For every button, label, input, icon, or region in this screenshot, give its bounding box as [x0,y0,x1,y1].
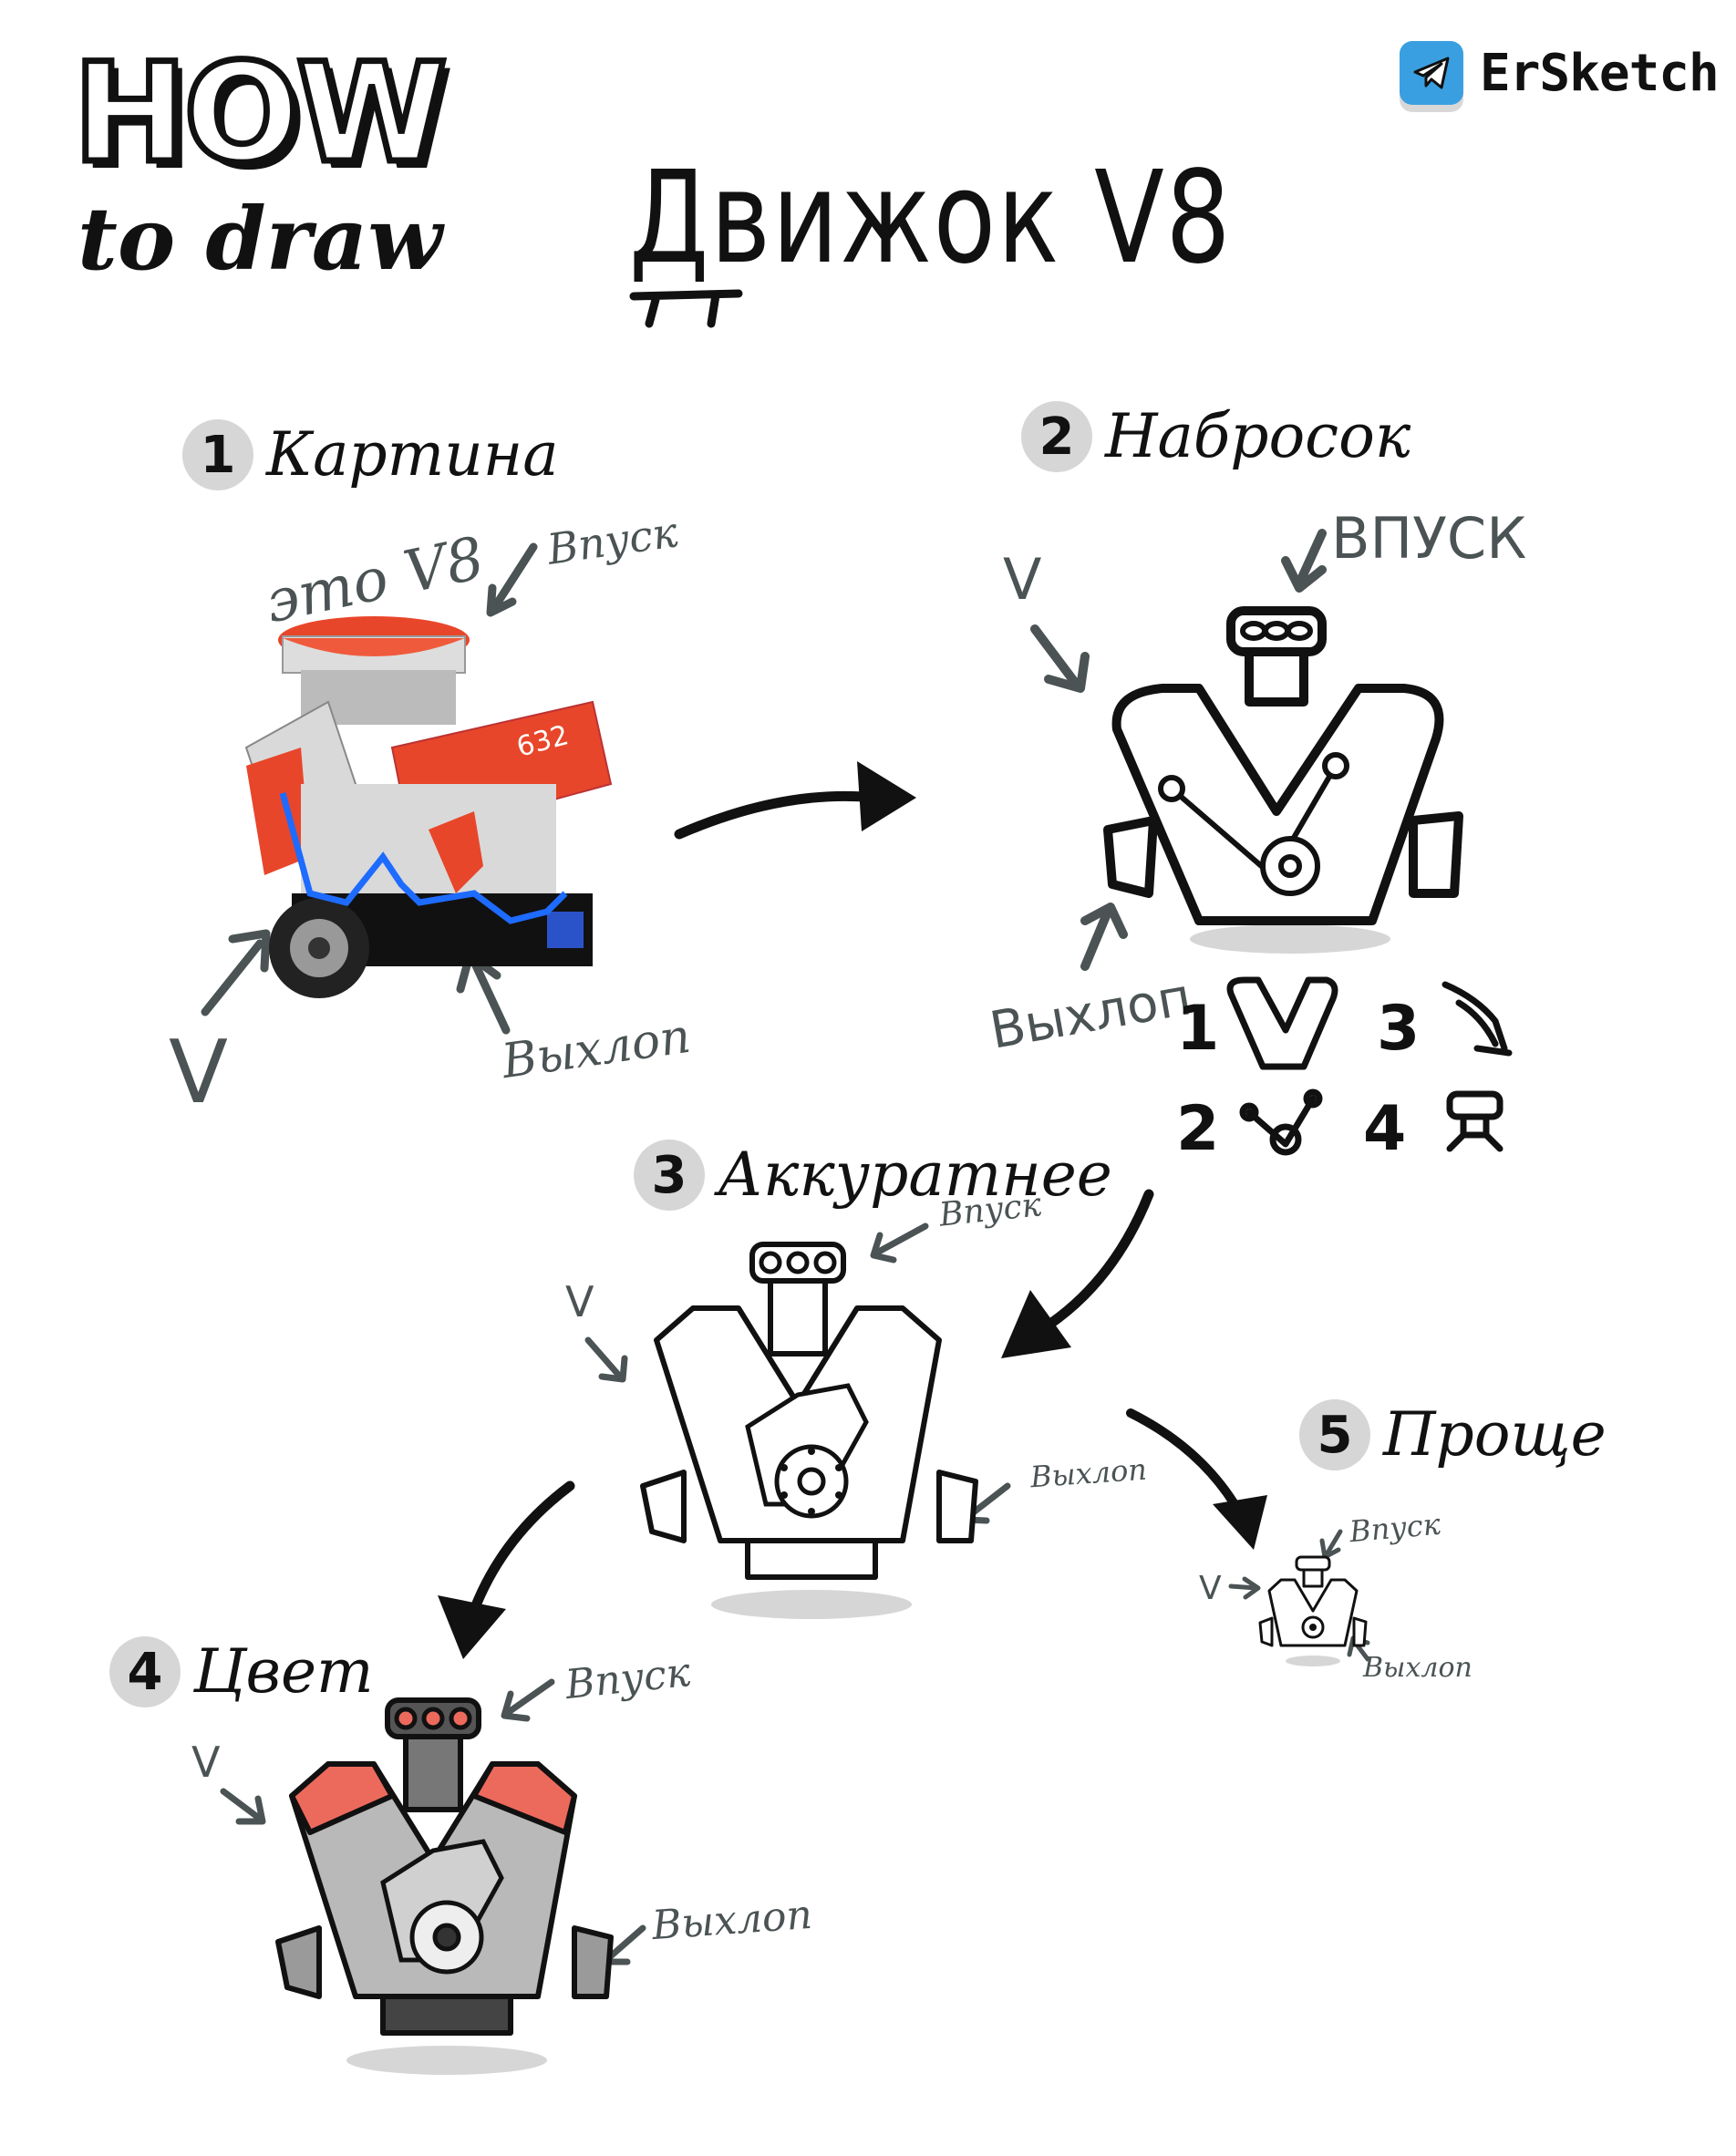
engine-color-drawing [275,1697,614,2075]
sketch-intake-note: ВПУСК [1331,505,1527,572]
engine-sketch-drawing [1103,606,1463,954]
legend-number-1: 1 [1176,993,1220,1065]
step-3-heading: 3 Аккуратнее [634,1140,1112,1211]
page-title: Движок V8 [629,144,1233,293]
color-v-note: V [191,1738,221,1787]
photo-v-note: V [169,1023,228,1123]
step-5-heading: 5 Проще [1299,1399,1607,1470]
simple-v-note: V [1199,1570,1222,1607]
legend-number-3: 3 [1377,993,1421,1065]
neat-v-note: V [565,1277,594,1326]
step-label: Набросок [1105,401,1411,471]
step-label: Картина [266,419,559,490]
step-number: 5 [1299,1399,1370,1470]
step-number: 4 [109,1636,181,1707]
step-1-heading: 1 Картина [182,419,559,490]
step-number: 1 [182,419,253,490]
sketch-v-note: V [1003,546,1042,613]
step-label: Аккуратнее [718,1140,1112,1210]
step-number: 2 [1021,401,1092,472]
title-underline [629,289,743,328]
telegram-icon [1400,41,1463,105]
engine-simple-drawing [1258,1555,1368,1666]
legend-number-4: 4 [1363,1093,1407,1165]
step-number: 3 [634,1140,705,1211]
engine-photo-image: 632 [244,616,613,998]
how-heading: HOW [70,35,451,193]
engine-neat-drawing [640,1242,978,1619]
legend-number-2: 2 [1176,1093,1220,1165]
step-4-heading: 4 Цвет [109,1636,374,1707]
brand-name: ErSketch [1480,43,1720,103]
to-draw-heading: to draw [78,189,443,290]
step-label: Проще [1383,1399,1607,1470]
step-label: Цвет [193,1636,374,1707]
simple-exhaust-note: Выхлоп [1363,1652,1472,1684]
step-2-heading: 2 Набросок [1021,401,1410,472]
brand[interactable]: ErSketch [1400,41,1720,105]
